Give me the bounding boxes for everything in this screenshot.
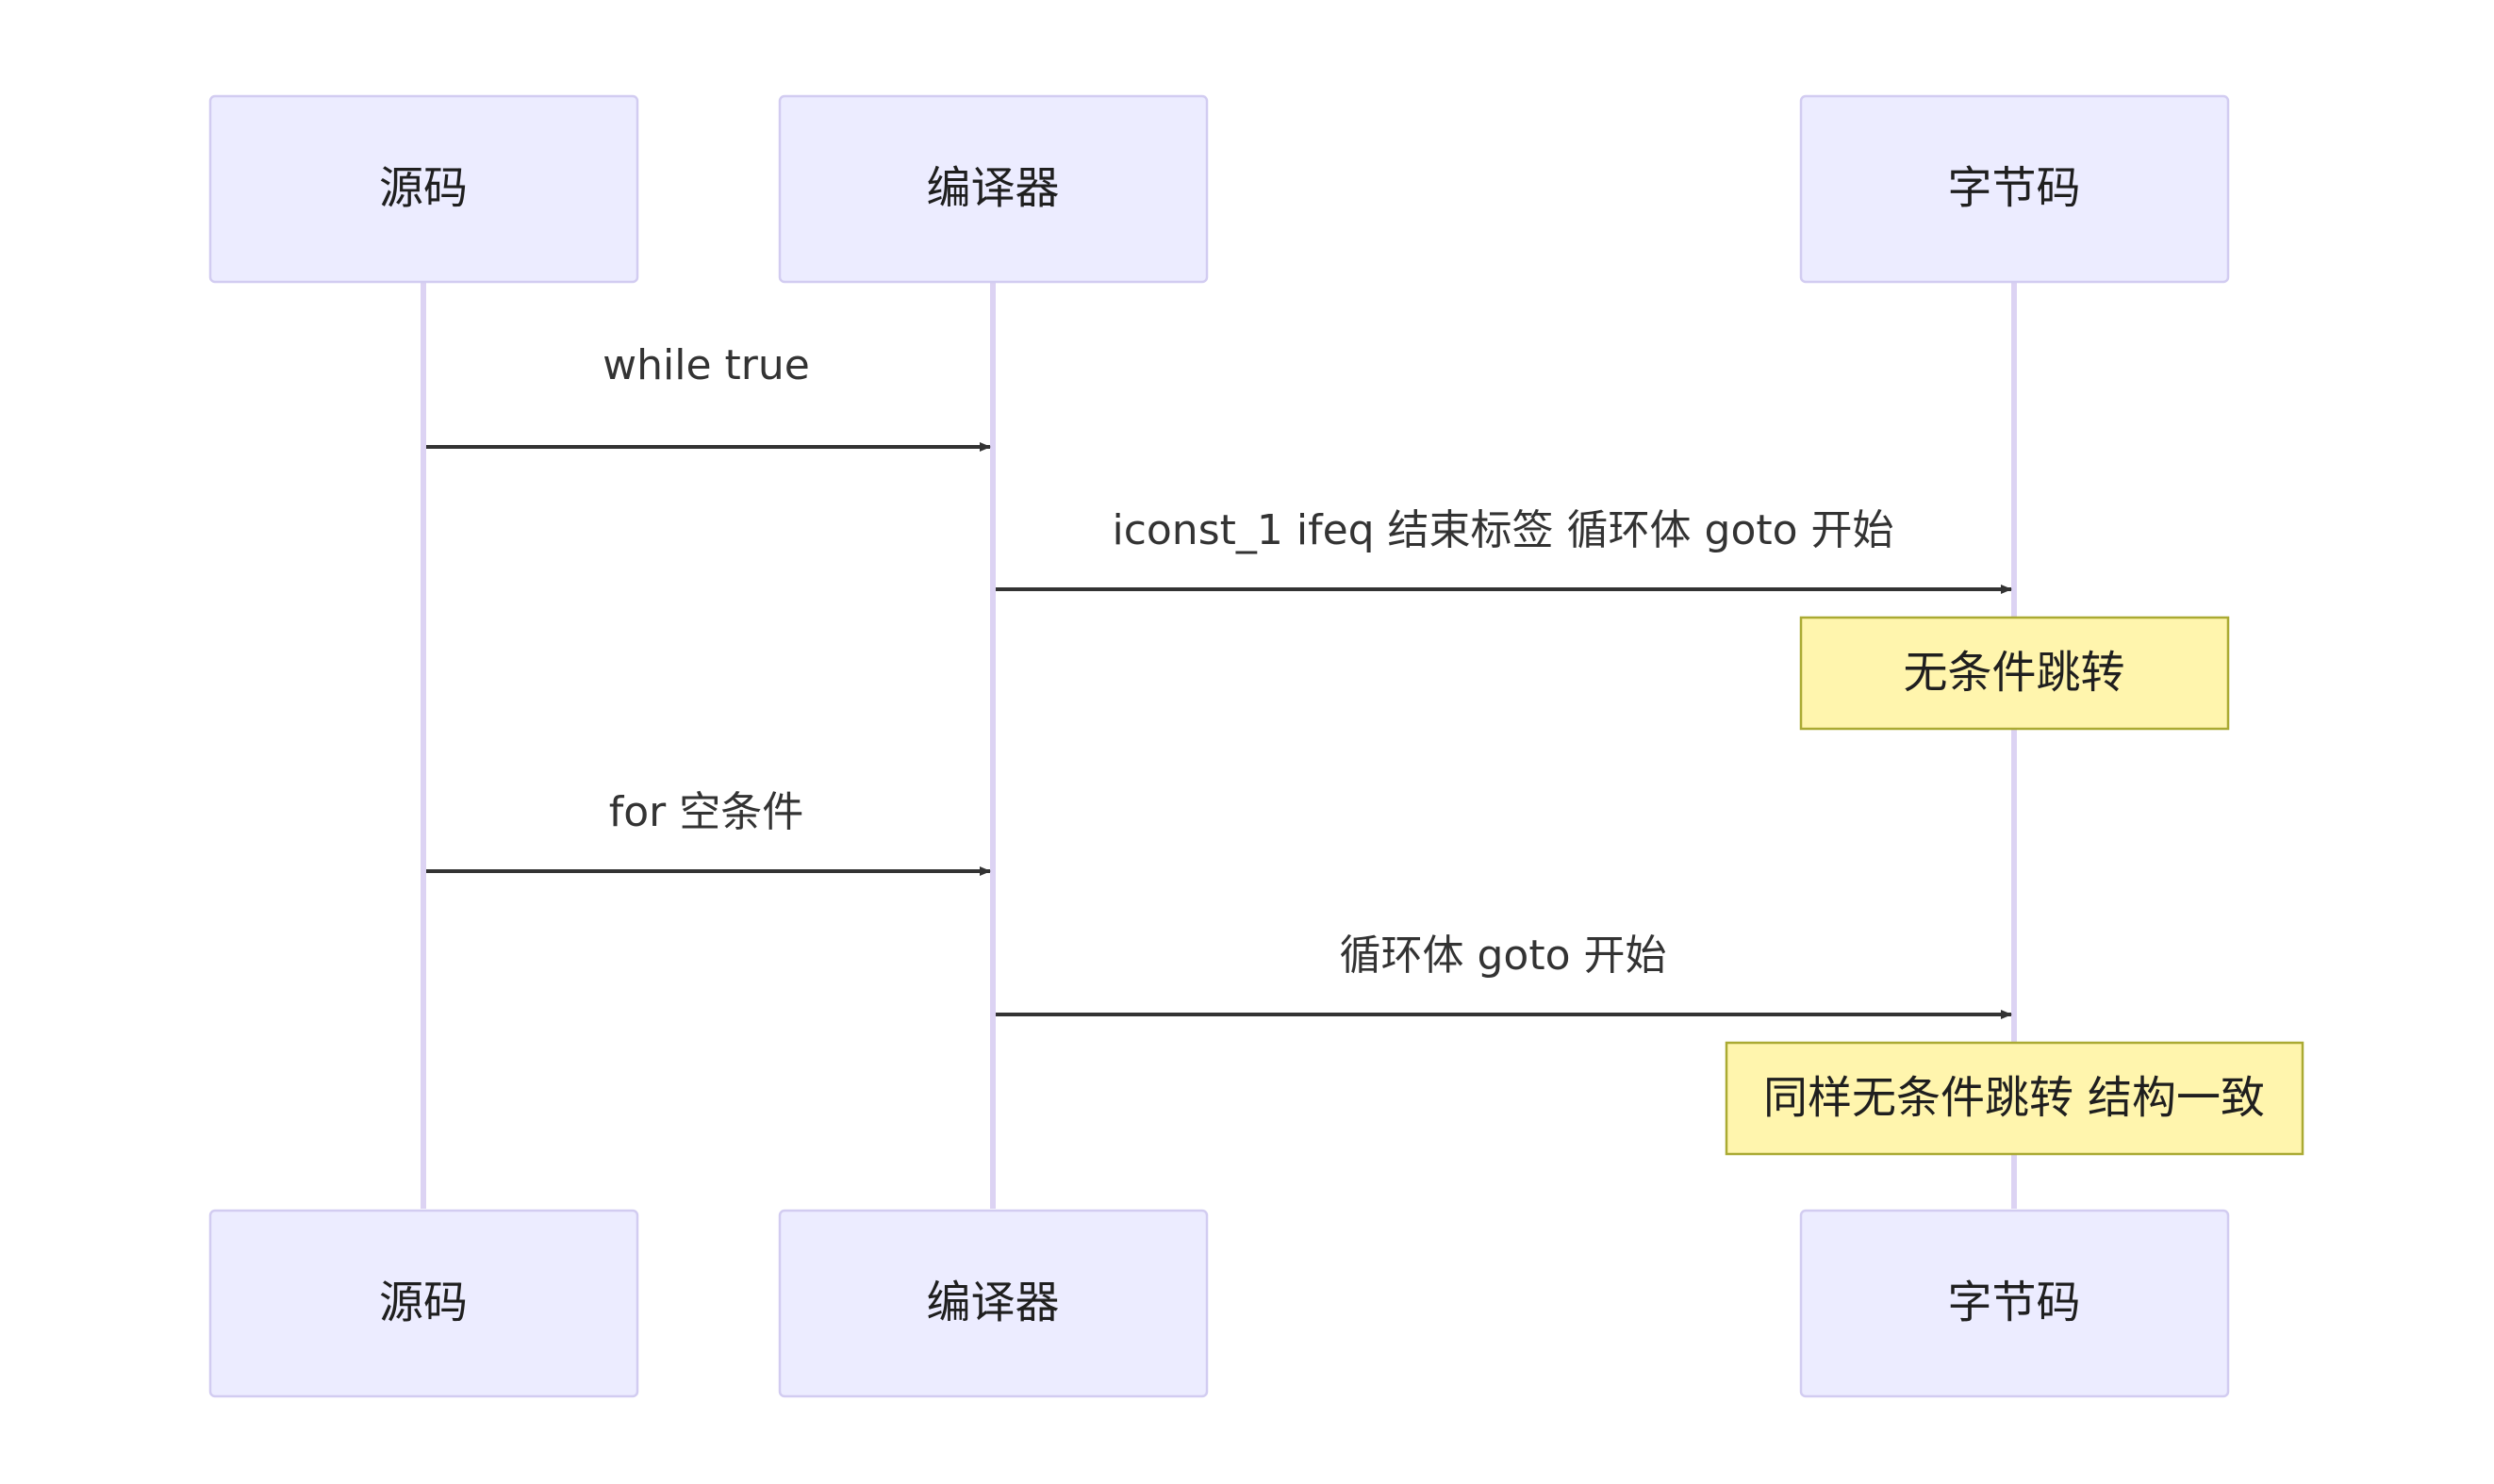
message-label: iconst_1 ifeq 结束标签 循环体 goto 开始 [1112,506,1893,554]
actor-label: 源码 [379,1278,468,1329]
actor-top-compiler: 编译器 [778,94,1209,284]
actor-top-bytecode: 字节码 [1799,94,2230,284]
message-label: 循环体 goto 开始 [1340,932,1667,980]
actor-label: 编译器 [927,163,1060,215]
message-2: iconst_1 ifeq 结束标签 循环体 goto 开始 [996,506,2012,594]
note-label: 同样无条件跳转 结构一致 [1763,1073,2265,1125]
message-label: while true [603,341,810,389]
actor-label: 源码 [379,163,468,215]
note-label: 无条件跳转 [1904,648,2125,700]
actor-label: 字节码 [1948,1278,2081,1329]
message-3: for 空条件 [426,788,991,876]
actor-label: 字节码 [1948,163,2081,215]
actor-bottom-compiler: 编译器 [778,1209,1209,1398]
message-label: for 空条件 [609,788,804,836]
note-2: 同样无条件跳转 结构一致 [1725,1041,2304,1156]
message-1: while true [426,341,991,452]
message-4: 循环体 goto 开始 [996,932,2012,1019]
actor-bottom-source: 源码 [208,1209,639,1398]
actor-label: 编译器 [927,1278,1060,1329]
note-1: 无条件跳转 [1799,616,2230,731]
actor-top-source: 源码 [208,94,639,284]
actor-bottom-bytecode: 字节码 [1799,1209,2230,1398]
